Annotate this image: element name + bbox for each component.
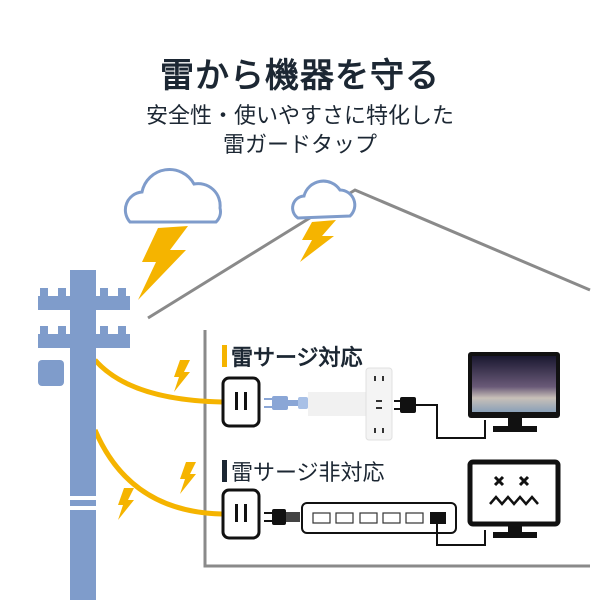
page-title: 雷から機器を守る <box>160 56 440 96</box>
plug-icon <box>394 397 416 413</box>
house-wall <box>203 330 590 568</box>
wall-outlet <box>221 488 261 540</box>
monitor-broken <box>467 459 561 538</box>
lightning-icon <box>138 226 188 300</box>
label-marker <box>222 460 227 482</box>
label-surge-unprotected: 雷サージ非対応 <box>222 455 385 487</box>
label-surge-protected: 雷サージ対応 <box>222 340 363 372</box>
monitor-working <box>468 352 560 432</box>
lightning-icon <box>300 220 336 262</box>
cloud-icon <box>291 179 357 220</box>
cable <box>436 524 486 546</box>
subtitle-line-1: 安全性・使いやすさに特化した <box>145 104 454 129</box>
label-text: 雷サージ対応 <box>231 346 363 371</box>
lightning-icon <box>180 462 196 494</box>
lightning-icon <box>118 488 134 520</box>
plug-icon <box>264 509 300 525</box>
subtitle-line-2: 雷ガードタップ <box>222 133 377 158</box>
power-line <box>92 429 223 517</box>
cable <box>416 404 486 439</box>
house-outline <box>147 188 591 320</box>
wall-outlet <box>221 376 261 428</box>
surge-protector-tap <box>308 367 393 441</box>
label-marker <box>222 345 227 367</box>
plug-icon <box>264 396 308 410</box>
lightning-icon <box>174 360 190 392</box>
utility-pole <box>38 270 130 600</box>
label-text: 雷サージ非対応 <box>231 461 385 486</box>
power-line <box>93 358 223 405</box>
cloud-icon <box>123 167 222 224</box>
power-strip <box>301 502 457 534</box>
